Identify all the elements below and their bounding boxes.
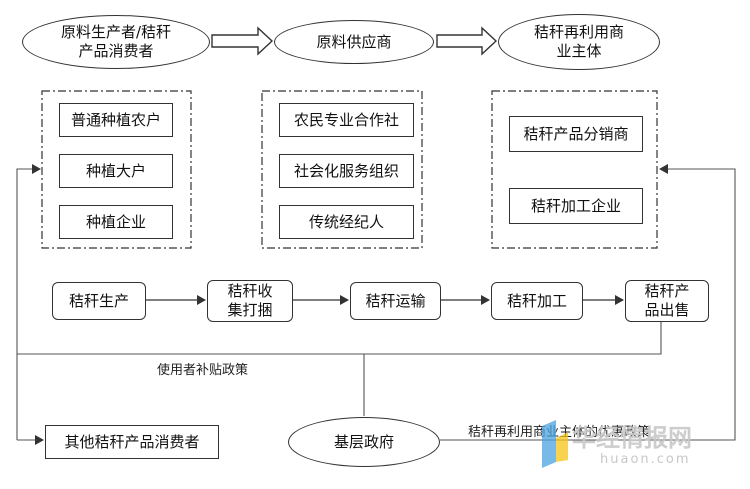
user-subsidy-line	[17, 322, 662, 355]
producer-label: 种植企业	[85, 212, 146, 231]
reusers-group-frame	[491, 90, 658, 249]
user-subsidy-policy-label: 使用者补贴政策	[157, 363, 249, 378]
raw-producer-consumer-label: 原料生产者/秸秆 产品消费者	[60, 23, 172, 60]
flow-step-label: 秸秆产 品出售	[644, 282, 690, 319]
supplier-box-cooperatives: 农民专业合作社	[279, 103, 414, 137]
producer-label: 种植大户	[85, 161, 146, 180]
watermark-text: 华经情报网	[572, 424, 692, 452]
raw-supplier-ellipse: 原料供应商	[274, 20, 434, 64]
supplier-label: 社会化服务组织	[293, 161, 399, 180]
suppliers-group-frame	[261, 90, 423, 249]
other-consumers-box: 其他秸秆产品消费者	[45, 425, 219, 459]
producer-box-large-growers: 种植大户	[59, 154, 173, 188]
supplier-label: 传统经纪人	[308, 212, 384, 231]
entity-preferential-policy-label: 秸秆再利用商业主体的优惠政策	[468, 425, 651, 440]
watermark-logo-icon	[542, 420, 568, 468]
flow-step-label: 秸秆运输	[365, 291, 426, 310]
reuse-entity-ellipse: 秸秆再利用商 业主体	[498, 14, 660, 70]
flow-step-collection-baling: 秸秆收 集打捆	[207, 280, 293, 322]
producer-box-planting-enterprises: 种植企业	[59, 205, 173, 239]
entity-policy-line	[440, 164, 736, 441]
reuser-label: 秸秆加工企业	[530, 196, 621, 215]
reuser-label: 秸秆产品分销商	[523, 124, 629, 143]
government-label: 基层政府	[333, 432, 394, 451]
flow-step-label: 秸秆收 集打捆	[227, 282, 273, 319]
producers-group-frame	[41, 90, 192, 249]
flow-step-transport: 秸秆运输	[350, 282, 441, 320]
raw-supplier-label: 原料供应商	[316, 32, 392, 51]
producer-box-ordinary-farmers: 普通种植农户	[59, 103, 173, 137]
left-loop-to-producers	[16, 164, 41, 440]
reuser-box-distributors: 秸秆产品分销商	[509, 116, 643, 152]
government-ellipse: 基层政府	[288, 417, 440, 467]
reuser-box-processing-enterprises: 秸秆加工企业	[509, 188, 643, 224]
watermark-url: huaon.com	[600, 452, 691, 467]
supplier-label: 农民专业合作社	[293, 110, 399, 129]
reuse-entity-label: 秸秆再利用商 业主体	[533, 23, 624, 60]
other-consumers-label: 其他秸秆产品消费者	[64, 432, 200, 451]
flow-step-processing: 秸秆加工	[491, 282, 583, 320]
block-arrow-1	[211, 26, 274, 56]
supplier-box-traditional-brokers: 传统经纪人	[279, 205, 414, 239]
producer-label: 普通种植农户	[70, 110, 161, 129]
flow-step-product-sale: 秸秆产 品出售	[625, 280, 709, 322]
block-arrow-2	[436, 26, 498, 56]
flow-step-label: 秸秆生产	[68, 291, 129, 310]
raw-producer-consumer-ellipse: 原料生产者/秸秆 产品消费者	[22, 15, 210, 69]
flow-step-label: 秸秆加工	[506, 291, 567, 310]
flow-step-straw-production: 秸秆生产	[52, 282, 146, 320]
supplier-box-service-organizations: 社会化服务组织	[279, 154, 414, 188]
